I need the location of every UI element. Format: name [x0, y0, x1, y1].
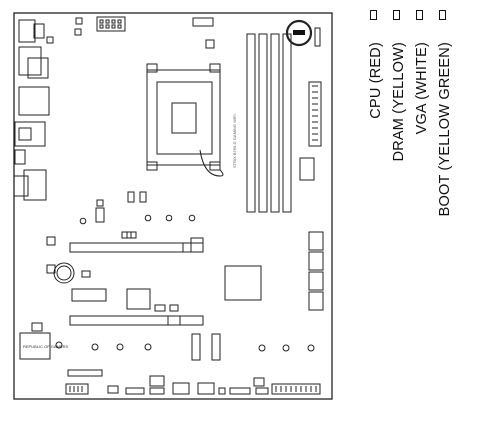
m2-slots: [55, 333, 315, 361]
legend-label-dram: DRAM (YELLOW): [391, 42, 407, 162]
legend-label-vga: VGA (WHITE): [414, 42, 430, 135]
cpu-socket: [146, 63, 224, 177]
led-square-icon: [439, 10, 446, 20]
legend-label-boot: BOOT (YELLOW GREEN): [437, 42, 453, 217]
board-outline: [13, 12, 333, 400]
legend-item-dram: DRAM (YELLOW): [389, 10, 409, 270]
expansion-area: [46, 191, 262, 326]
motherboard-diagram: STRIX B760-G GAMING WIFI: [13, 12, 333, 400]
top-headers: [46, 16, 215, 49]
dimm-slots: STRIX B760-G GAMING WIFI: [232, 33, 292, 213]
led-square-icon: [393, 10, 400, 20]
legend-label-cpu: CPU (RED): [368, 42, 384, 119]
bottom-headers: [65, 369, 321, 395]
led-square-icon: [416, 10, 423, 20]
atx-power-connector: [299, 81, 322, 181]
sata-ports: [308, 231, 324, 311]
rear-io-panel: [13, 19, 50, 201]
legend-item-cpu: CPU (RED): [366, 10, 386, 270]
legend-item-boot: BOOT (YELLOW GREEN): [435, 10, 455, 270]
legend-item-vga: VGA (WHITE): [412, 10, 432, 270]
vendor-mark-text: REPUBLIC OF GAMERS: [23, 344, 68, 349]
board-silkscreen: STRIX B760-G GAMING WIFI: [232, 114, 237, 168]
led-square-icon: [370, 10, 377, 20]
q-led-indicator: [285, 19, 321, 47]
rog-badge: REPUBLIC OF GAMERS: [19, 322, 68, 360]
